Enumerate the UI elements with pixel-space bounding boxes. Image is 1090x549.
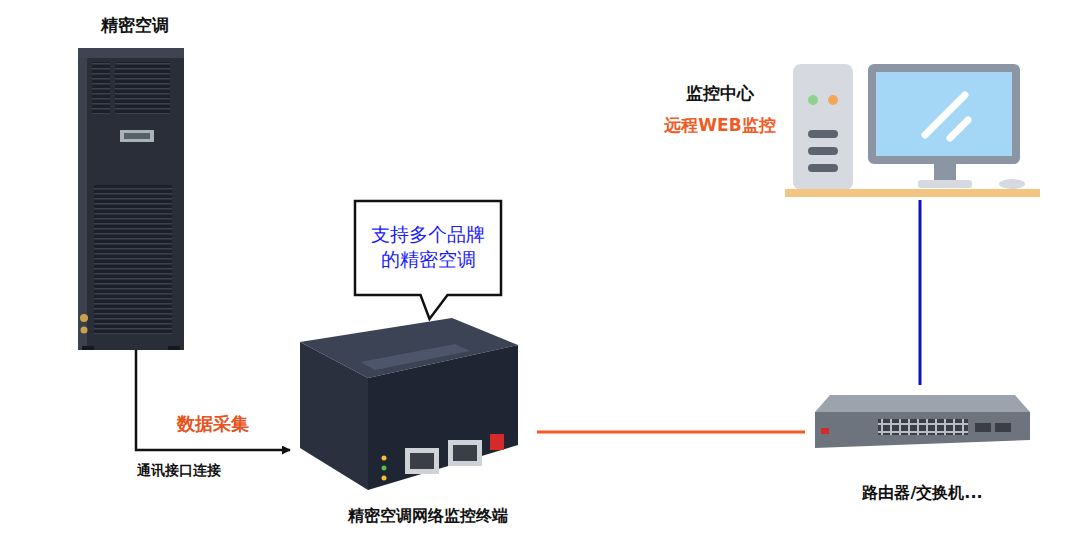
pc-bay	[808, 147, 838, 155]
interface-note: 通讯接口连接	[137, 462, 221, 480]
monitor-center-node: 监控中心远程WEB监控	[655, 60, 1045, 200]
computer-illustration	[785, 64, 1040, 197]
connector	[919, 200, 922, 385]
node-label: 精密空调	[70, 14, 200, 36]
status-led	[382, 456, 387, 461]
node-label: 远程WEB监控	[655, 114, 785, 136]
monitor-base	[918, 180, 972, 188]
edge-label: 数据采集	[177, 412, 249, 436]
pc-led	[828, 95, 838, 105]
ethernet-port-hole	[410, 453, 434, 469]
precision-ac-illustration	[78, 48, 184, 350]
ethernet-port-hole	[453, 445, 477, 461]
ac-foot	[168, 346, 180, 350]
node-label: 支持多个品牌 的精密空调	[368, 222, 488, 271]
ac-unit-node: 精密空调	[70, 14, 202, 350]
terminal-node: 精密空调网络监控终端	[290, 318, 537, 533]
monitor-stand	[934, 164, 956, 182]
callout-bubble: 支持多个品牌 的精密空调	[353, 199, 503, 297]
pc-bay	[808, 164, 838, 172]
switch-top	[815, 395, 1030, 412]
bubble-shape	[355, 201, 501, 319]
pc-tower	[793, 64, 853, 190]
ac-foot	[82, 346, 94, 350]
terminal-side	[300, 342, 368, 490]
pc-bay	[808, 130, 838, 138]
ac-pipe-fitting	[80, 314, 88, 322]
dip-switch	[490, 434, 504, 450]
ac-pipe-fitting	[81, 327, 88, 334]
ac-upper-vent	[92, 62, 110, 114]
connector	[136, 350, 290, 450]
terminal-illustration	[300, 318, 518, 490]
monitor-frame	[868, 64, 1020, 164]
switch-sfp	[995, 423, 1011, 432]
terminal-label-strip	[360, 344, 470, 370]
ethernet-port	[448, 440, 482, 466]
switch-illustration	[815, 395, 1030, 448]
ac-side	[78, 58, 87, 350]
node-label: 监控中心	[655, 82, 785, 104]
desk	[785, 189, 1040, 197]
ac-upper-vent	[115, 62, 170, 114]
ethernet-port	[405, 448, 439, 474]
ac-lower-vent	[94, 185, 172, 335]
monitor-screen	[876, 72, 1012, 156]
switch-logo	[821, 428, 829, 434]
screen-glare	[950, 120, 968, 138]
pc-led	[808, 95, 818, 105]
status-led	[382, 466, 387, 471]
switch-ports	[878, 419, 968, 435]
mouse	[999, 179, 1025, 189]
node-label: 路由器/交换机...	[805, 483, 1040, 504]
switch-sfp	[975, 423, 991, 432]
connector	[537, 431, 805, 434]
node-label: 精密空调网络监控终端	[320, 506, 535, 527]
status-led	[382, 476, 387, 481]
ac-cabinet	[78, 48, 184, 350]
switch-front	[815, 412, 1030, 448]
ac-top	[78, 48, 184, 58]
ac-display	[120, 130, 154, 142]
ac-display-screen	[124, 133, 150, 139]
switch-node: 路由器/交换机...	[805, 385, 1042, 510]
